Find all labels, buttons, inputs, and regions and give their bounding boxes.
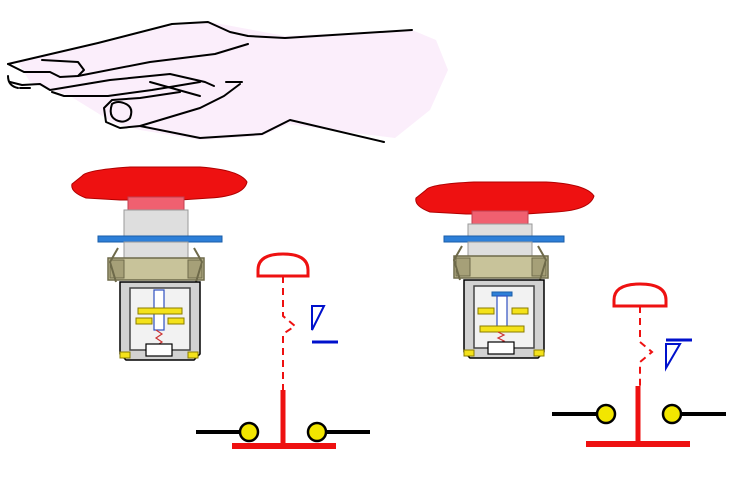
symbol-actuation-link [639,306,654,386]
switch-symbol-open [552,282,726,447]
button-released [71,166,248,361]
terminal-left [238,421,260,443]
plunger-collar [127,196,185,212]
mushroom-operator-icon [311,305,326,331]
hand-finger-b [9,73,215,91]
contact-block [119,281,201,361]
shaft-lower [123,241,189,259]
hand-forefinger [7,43,249,78]
terminal-right [306,421,328,443]
shaft-lower [467,241,533,257]
hand-knuckle [149,81,201,97]
terminal-screw-right [187,351,199,359]
plunger-shaft [467,223,533,237]
symbol-actuation-link [282,276,297,390]
symbol-mushroom-head [256,252,310,278]
lock-nut [452,245,549,281]
moving-contact-bridge [137,307,183,315]
hand-icon [7,21,448,143]
hand-finger-d [7,75,19,89]
plunger-shaft [123,209,189,237]
terminal-screw-right [533,349,545,357]
button-pressed [415,181,595,359]
fixed-contact-left [135,317,153,325]
terminal-screw-left [119,351,131,359]
moving-contact-bridge [479,325,525,333]
mushroom-operator-icon [665,343,682,372]
mounting-plate [97,235,223,243]
return-spring [154,329,164,347]
lock-nut [107,247,205,283]
hand-thumb [103,83,241,129]
contact-block [463,279,545,359]
hand-finger-a [41,59,85,77]
hand-outline [7,21,413,143]
terminal-left [595,403,617,425]
terminal-screw-left [463,349,475,357]
plunger-collar [471,210,529,226]
mushroom-head [71,166,248,201]
switch-symbol-closed [196,252,370,449]
hand-top-edge [7,21,413,65]
symbol-mushroom-head [612,282,668,308]
hand-thumb-nail [109,101,133,123]
terminal-right [661,403,683,425]
mushroom-head [415,181,595,215]
fixed-contact-right [511,307,529,315]
hand-wrist-bottom [139,119,385,143]
mounting-plate [443,235,565,243]
fixed-contact-left [477,307,495,315]
fixed-contact-right [167,317,185,325]
